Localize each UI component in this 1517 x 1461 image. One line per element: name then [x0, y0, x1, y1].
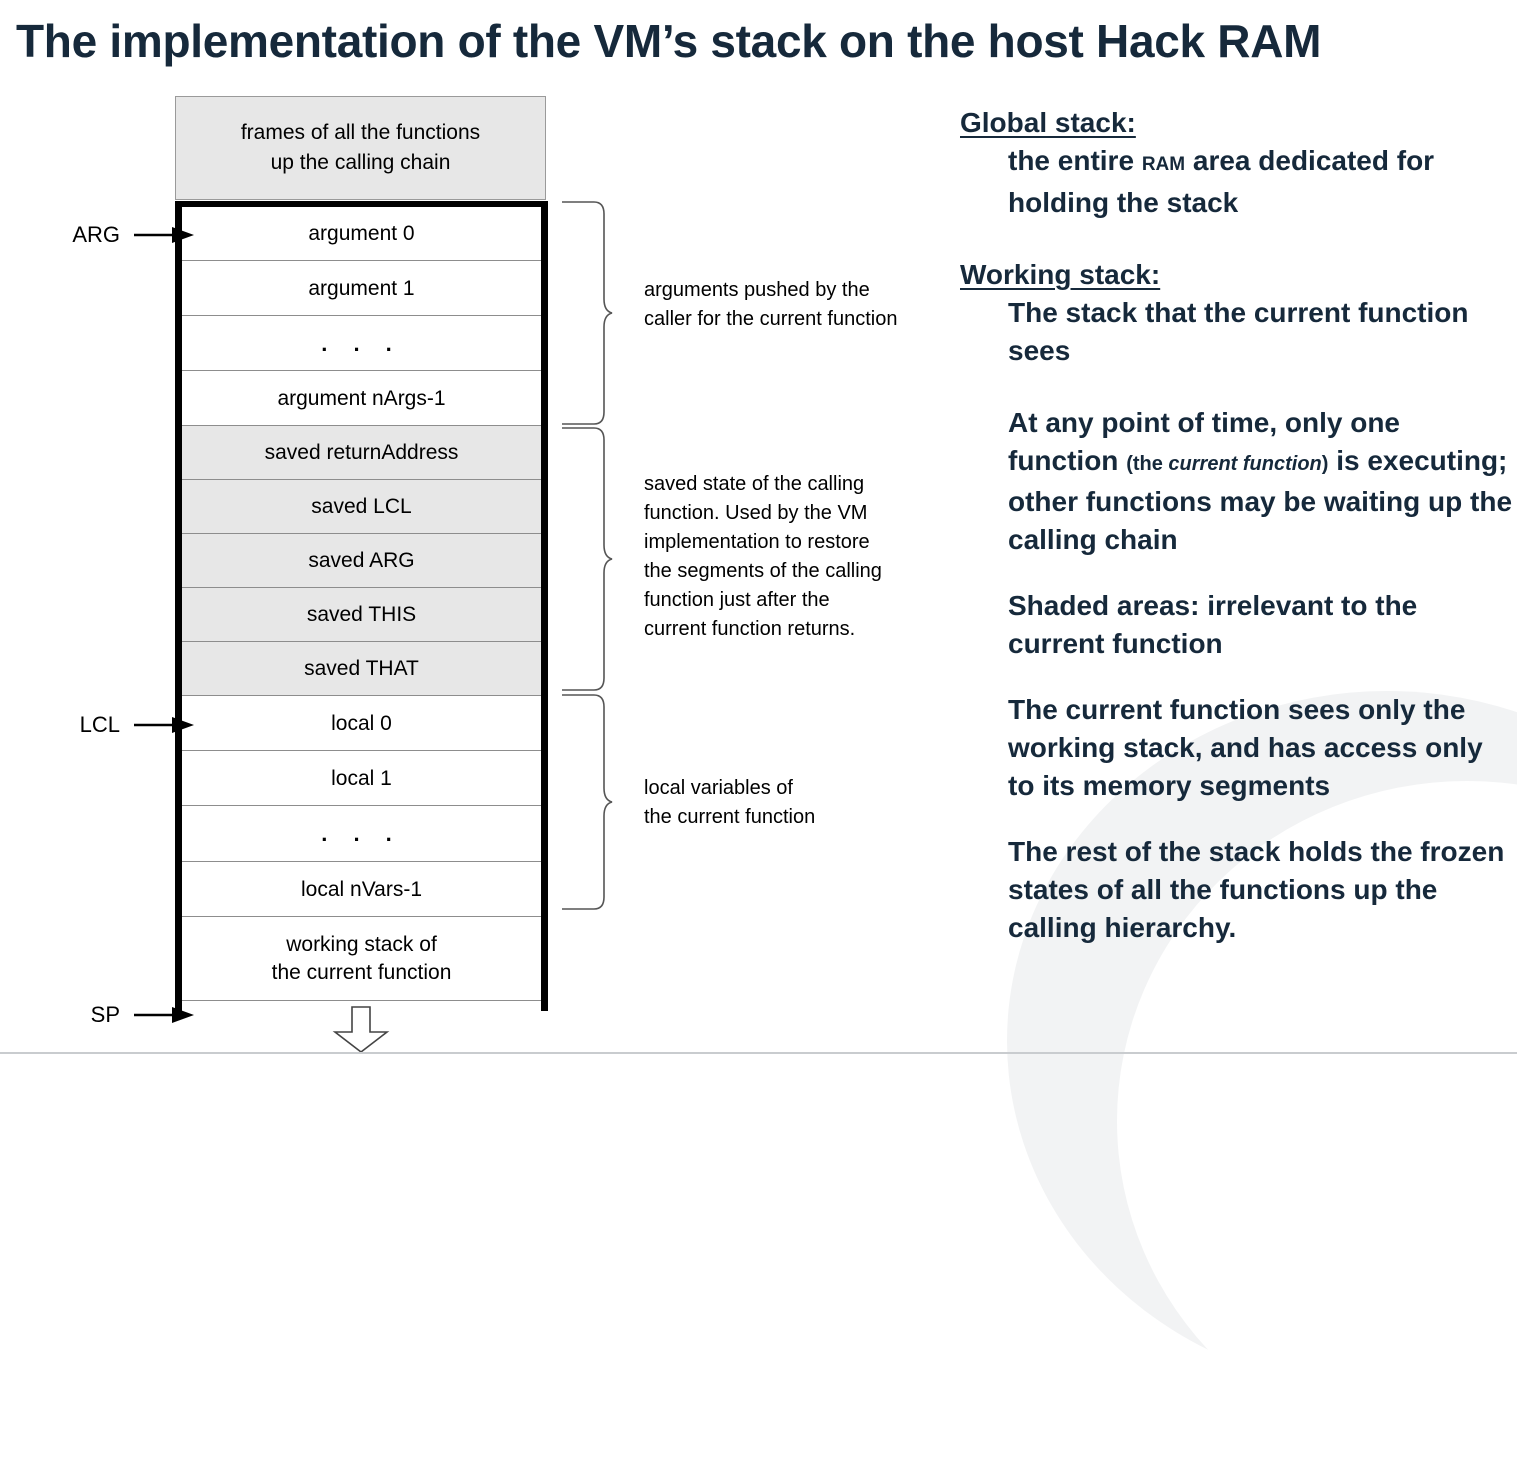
stack-row-saved-returnaddress: saved returnAddress	[182, 426, 541, 480]
note-executing-paren-italic: current function	[1168, 453, 1322, 475]
annotation-saved-state-line4: the segments of the calling	[644, 560, 882, 582]
annotation-saved-state-line2: function. Used by the VM	[644, 502, 868, 524]
frames-header-line2: up the calling chain	[270, 151, 451, 174]
stack-row-argument-0: argument 0	[182, 207, 541, 261]
down-arrow-icon	[332, 1006, 390, 1054]
pointer-sp: SP	[34, 1002, 194, 1028]
right-arrow-icon	[134, 717, 194, 733]
stack-row-local-1: local 1	[182, 751, 541, 806]
stack-row-argument-1: argument 1	[182, 261, 541, 316]
note-shaded-areas: Shaded areas: irrelevant to the current …	[1008, 590, 1418, 659]
stack-diagram: frames of all the functions up the calli…	[0, 0, 1000, 1061]
note-executing-a: At any point of time, only one function	[1008, 407, 1400, 476]
annotation-arguments: arguments pushed by the caller for the c…	[644, 276, 964, 334]
right-arrow-icon	[134, 227, 194, 243]
stack-row-working-stack: working stack of the current function	[182, 917, 541, 1001]
annotation-locals: local variables of the current function	[644, 774, 944, 832]
stack-row-local-nvars-1: local nVars-1	[182, 862, 541, 917]
frames-header-line1: frames of all the functions	[240, 121, 481, 144]
stack-row-arguments-ellipsis: . . .	[182, 316, 541, 371]
pointer-lcl: LCL	[34, 712, 194, 738]
notes-column: Global stack: the entire RAM area dedica…	[960, 104, 1516, 947]
note-executing-b: is executing; other functions may be wai…	[1008, 445, 1513, 555]
page-title: The implementation of the VM’s stack on …	[16, 15, 1322, 67]
note-executing-paren-open: (the	[1126, 453, 1169, 475]
global-stack-heading: Global stack:	[960, 107, 1136, 138]
working-stack-line1: working stack of	[286, 932, 437, 956]
global-stack-body-ram: RAM	[1141, 154, 1186, 175]
note-executing-paren: (the current function)	[1126, 453, 1328, 475]
pointer-arg-label: ARG	[72, 222, 120, 247]
brace-arguments	[562, 201, 613, 425]
annotation-saved-state-line6: current function returns.	[644, 618, 856, 640]
brace-saved-state	[562, 427, 613, 691]
working-stack-line2: the current function	[271, 960, 452, 984]
annotation-saved-state-line3: implementation to restore	[644, 531, 870, 553]
pointer-lcl-label: LCL	[79, 712, 120, 737]
note-executing: At any point of time, only one function …	[1008, 404, 1516, 559]
frames-header-box: frames of all the functions up the calli…	[175, 96, 546, 200]
brace-locals	[562, 694, 613, 910]
stack-row-saved-lcl: saved LCL	[182, 480, 541, 534]
annotation-arguments-line2: caller for the current function	[644, 308, 898, 330]
annotation-locals-line1: local variables of	[644, 777, 793, 799]
stack-box: argument 0 argument 1 . . . argument nAr…	[175, 201, 548, 1057]
pointer-sp-label: SP	[90, 1002, 120, 1027]
bottom-divider	[0, 1052, 1517, 1054]
global-stack-body-b: area dedicated for holding the stack	[1008, 145, 1435, 218]
stack-row-local-0: local 0	[182, 696, 541, 751]
note-executing-paren-close: )	[1321, 453, 1329, 475]
stack-row-locals-ellipsis: . . .	[182, 806, 541, 862]
annotation-saved-state-line5: function just after the	[644, 589, 830, 611]
annotation-arguments-line1: arguments pushed by the	[644, 279, 870, 301]
stack-row-saved-arg: saved ARG	[182, 534, 541, 588]
working-stack-body: The stack that the current function sees	[1008, 297, 1469, 366]
global-stack-body-a: the entire	[1008, 145, 1142, 176]
note-sees-working-stack: The current function sees only the worki…	[1008, 694, 1483, 801]
annotation-saved-state: saved state of the calling function. Use…	[644, 470, 954, 644]
annotation-locals-line2: the current function	[644, 806, 816, 828]
right-arrow-icon	[134, 1007, 194, 1023]
stack-row-saved-that: saved THAT	[182, 642, 541, 696]
note-rest-of-stack: The rest of the stack holds the frozen s…	[1008, 836, 1505, 943]
global-stack-body: the entire RAM area dedicated for holdin…	[1008, 142, 1516, 222]
pointer-arg: ARG	[34, 222, 194, 248]
annotation-saved-state-line1: saved state of the calling	[644, 473, 865, 495]
stack-row-argument-nargs-1: argument nArgs-1	[182, 371, 541, 426]
working-stack-heading: Working stack:	[960, 259, 1161, 290]
stack-row-saved-this: saved THIS	[182, 588, 541, 642]
